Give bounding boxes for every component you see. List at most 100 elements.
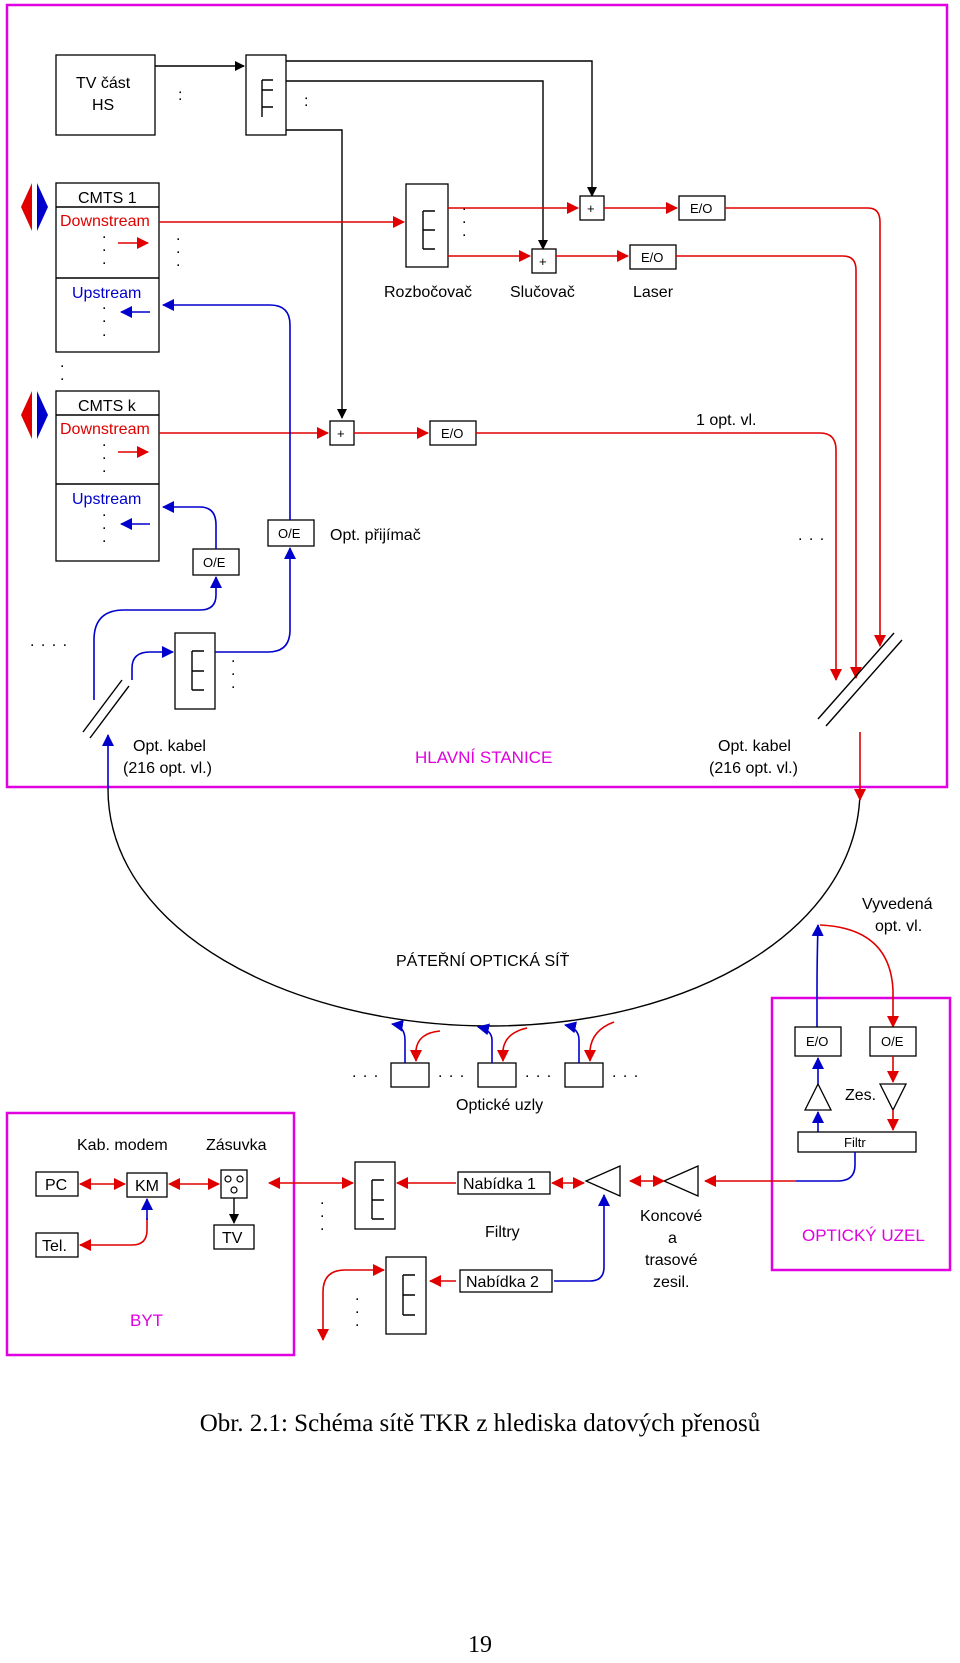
splitter-box — [405, 183, 449, 268]
dots: . — [102, 459, 107, 476]
offer1-filter — [457, 1171, 551, 1195]
dots: . — [355, 1313, 360, 1330]
dots: . — [320, 1217, 325, 1234]
brought-fiber-label-1: Vyvedená — [862, 896, 933, 913]
opt-cable-left-label-2: (216 opt. vl.) — [123, 760, 212, 777]
dots: . — [102, 446, 107, 463]
dots: . — [102, 529, 107, 546]
oe-label: O/E — [881, 1034, 904, 1049]
opt-cable-left-label-1: Opt. kabel — [133, 738, 206, 755]
amplifiers-label-3: trasové — [645, 1252, 698, 1269]
node-eo — [794, 1026, 842, 1057]
backbone-ring — [107, 788, 861, 1027]
node-oe — [869, 1026, 917, 1057]
dots: . . . — [612, 1064, 639, 1081]
trunk-amplifier-1 — [584, 1165, 621, 1197]
figure-caption: Obr. 2.1: Schéma sítě TKR z hlediska dat… — [199, 1410, 761, 1437]
opt-receiver-oe — [267, 519, 315, 547]
cmtsk-downstream-label: Downstream — [60, 421, 150, 438]
dots: . — [462, 210, 467, 227]
opt-cable-right-label-1: Opt. kabel — [718, 738, 791, 755]
dots: : — [304, 93, 308, 110]
flat-frame — [5, 1111, 296, 1357]
dots: . — [176, 253, 181, 270]
dots: . — [60, 367, 65, 384]
laser-k-eo — [429, 420, 477, 446]
combiner-2 — [531, 248, 557, 274]
dots: . — [102, 296, 107, 313]
dots: . — [102, 516, 107, 533]
cmts1-label: CMTS 1 — [78, 190, 137, 207]
tv-part-box — [55, 54, 156, 136]
cmts1-blue-marker — [37, 183, 48, 231]
amplifier-short-label: Zes. — [845, 1087, 876, 1104]
cmtsk-red-marker — [21, 391, 32, 439]
fiber-1-label: 1 opt. vl. — [696, 412, 756, 429]
backbone-label: PÁTEŘNÍ OPTICKÁ SÍŤ — [396, 951, 570, 970]
dots: . — [231, 649, 236, 666]
offer1-label: Nabídka 1 — [463, 1176, 536, 1193]
pc-label: PC — [45, 1177, 67, 1194]
dots: . — [102, 323, 107, 340]
km-box — [126, 1172, 168, 1198]
tel-box — [35, 1232, 79, 1258]
brought-fiber-label-2: opt. vl. — [875, 918, 922, 935]
optical-node-2 — [477, 1062, 517, 1088]
oe-label: O/E — [203, 555, 226, 570]
dots: . — [102, 503, 107, 520]
cmtsk-upstream-label: Upstream — [72, 491, 141, 508]
head-station-label: HLAVNÍ STANICE — [415, 748, 552, 767]
dots: . — [102, 238, 107, 255]
plus-sign: + — [337, 426, 345, 441]
opt-cable-right-label-2: (216 opt. vl.) — [709, 760, 798, 777]
dots: . . . . — [30, 633, 68, 650]
dots: . . . — [798, 527, 825, 544]
socket-label: Zásuvka — [206, 1137, 267, 1154]
optical-node-frame — [770, 996, 952, 1272]
dots: . — [462, 223, 467, 240]
eo-label: E/O — [641, 250, 663, 265]
node-amplifier-down — [878, 1083, 908, 1112]
page-number: 19 — [468, 1632, 492, 1658]
dots: . — [320, 1191, 325, 1208]
amplifiers-label-2: a — [668, 1230, 677, 1247]
tkr-network-diagram: TV část HS : : CMTS 1 Downstream Upstrea… — [5, 3, 952, 1357]
cmtsk-blue-marker — [37, 391, 48, 439]
plus-sign: + — [539, 254, 547, 269]
dots: . — [231, 662, 236, 679]
dots: . — [176, 227, 181, 244]
eo-label: E/O — [806, 1034, 828, 1049]
cmtsk-oe — [192, 548, 240, 576]
optical-node-label: OPTICKÝ UZEL — [802, 1226, 925, 1245]
cmts1-downstream-label: Downstream — [60, 213, 150, 230]
tv-label: TV — [222, 1230, 243, 1247]
socket-box — [220, 1169, 248, 1199]
amplifiers-label-4: zesil. — [653, 1274, 689, 1291]
oe-label: O/E — [278, 526, 301, 541]
dots: . — [102, 433, 107, 450]
eo-label: E/O — [441, 426, 463, 441]
combiner-label: Slučovač — [510, 284, 575, 301]
node-amplifier-up — [803, 1082, 833, 1111]
tv-part-label-1: TV část — [76, 75, 131, 92]
laser-label: Laser — [633, 284, 674, 301]
optical-node-3 — [564, 1062, 604, 1088]
optical-node-1 — [390, 1062, 430, 1088]
eo-label: E/O — [690, 201, 712, 216]
dots: . — [102, 225, 107, 242]
offer2-label: Nabídka 2 — [466, 1274, 539, 1291]
flat-label: BYT — [130, 1311, 163, 1330]
tv-splitter-box — [245, 54, 287, 136]
opt-receiver-label: Opt. přijímač — [330, 527, 421, 544]
amplifiers-label-1: Koncové — [640, 1208, 702, 1225]
cmts1-upstream-label: Upstream — [72, 285, 141, 302]
laser-2-eo — [629, 244, 677, 270]
dots: . — [320, 1204, 325, 1221]
opt-cable-right-symbol — [817, 632, 903, 727]
home-splitter-1 — [354, 1161, 396, 1230]
tel-label: Tel. — [42, 1238, 67, 1255]
dots: : — [178, 87, 182, 104]
cmtsk-label: CMTS k — [78, 398, 137, 415]
combiner-1 — [579, 195, 605, 221]
optical-nodes-label: Optické uzly — [456, 1097, 543, 1114]
